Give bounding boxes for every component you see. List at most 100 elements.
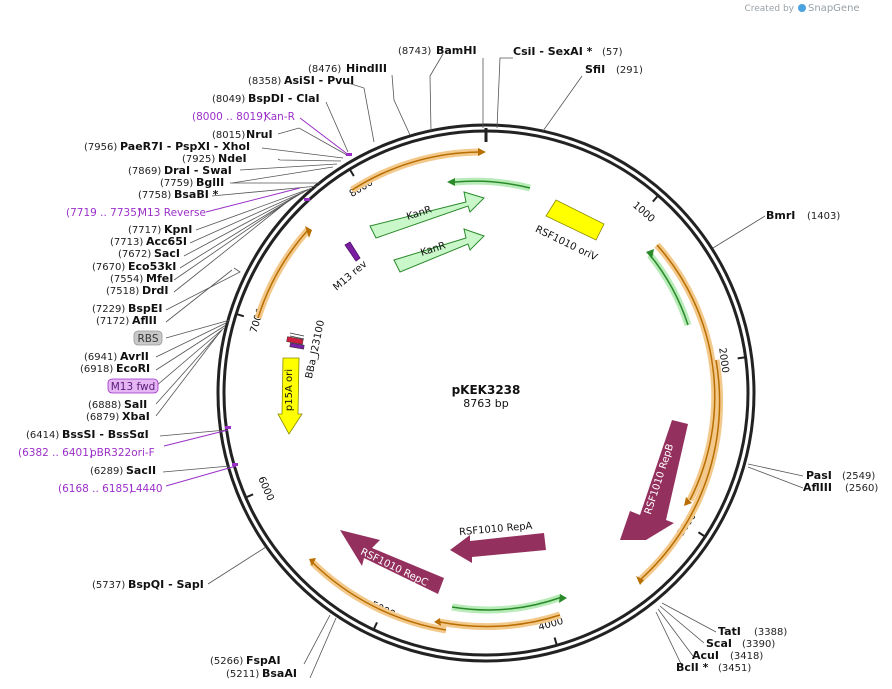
enzyme-mfei-pos: (7554) <box>110 274 143 285</box>
feature-m13rev-range: (7719 .. 7735) <box>66 207 141 219</box>
enzyme-sacii-pos: (6289) <box>90 466 123 477</box>
enzyme-ecori-name: EcoRI <box>116 362 150 375</box>
enzyme-tat-pos: (3388) <box>754 627 787 638</box>
enzyme-xbai-pos: (6879) <box>86 412 119 423</box>
enzyme-drai-name: DraI - SwaI <box>164 164 232 177</box>
enzyme-asisi-name: AsiSI - PvuI <box>284 74 354 87</box>
enzyme-bcl-name: BclI * <box>676 661 709 674</box>
enzyme-bamhi-name: BamHI <box>436 44 477 57</box>
enzyme-drai-pos: (7869) <box>128 166 161 177</box>
enzyme-nrui-name: NruI <box>246 128 273 141</box>
enzyme-saci-name: SacI <box>154 247 180 260</box>
enzyme-mfei-name: MfeI <box>146 272 173 285</box>
tick-label: 6000 <box>255 475 275 503</box>
plasmid-name: pKEK3238 <box>452 383 521 397</box>
rbs-label: RBS <box>138 333 159 345</box>
enzyme-csi-pos: (57) <box>602 47 623 58</box>
tick-mark <box>372 622 378 631</box>
enzyme-bglii-name: BglII <box>196 176 224 189</box>
enzyme-acu-name: AcuI <box>692 649 719 662</box>
enzyme-paer7i-pos: (7956) <box>84 142 117 153</box>
tick-mark <box>235 312 245 318</box>
enzyme-bsssi-pos: (6414) <box>26 430 59 441</box>
enzyme-hindiii-pos: (8476) <box>308 64 341 75</box>
enzyme-bsabi-pos: (7758) <box>138 190 171 201</box>
m13rev-label: M13 rev <box>331 259 369 294</box>
enzyme-bspdi-pos: (8049) <box>212 94 245 105</box>
enzyme-acu-pos: (3418) <box>730 651 763 662</box>
enzyme-sacii-name: SacII <box>126 464 156 477</box>
enzyme-avrii-name: AvrII <box>120 350 149 363</box>
enzyme-labels-right: CsiI - SexAI * (57) SfiI (291) BmrI (140… <box>513 45 878 674</box>
repa-arrow: RSF1010 RepA <box>450 521 546 563</box>
enzyme-bamhi-pos: (8743) <box>398 46 431 57</box>
enzyme-fspai-name: FspAI <box>246 654 281 667</box>
m13fwd-label: M13 fwd <box>111 381 156 393</box>
enzyme-eco53ki-name: Eco53kI <box>128 260 176 273</box>
rsf-oriv: RSF1010 oriV <box>533 199 605 264</box>
p15a-ori: p15A ori <box>277 357 303 435</box>
feature-m13rev-name: M13 Reverse <box>138 207 206 219</box>
enzyme-ndei-pos: (7925) <box>182 154 215 165</box>
enzyme-drdi-pos: (7518) <box>106 286 139 297</box>
enzyme-bmr-pos: (1403) <box>807 211 840 222</box>
enzyme-ecori-pos: (6918) <box>80 364 113 375</box>
enzyme-drdi-name: DrdI <box>142 284 169 297</box>
enzyme-bspdi-name: BspDI - ClaI <box>248 92 320 105</box>
enzyme-bsaai-pos: (5211) <box>226 669 259 680</box>
enzyme-ndei-name: NdeI <box>218 152 247 165</box>
enzyme-csi-name: CsiI - SexAI * <box>513 45 593 58</box>
enzyme-bspei-pos: (7229) <box>92 304 125 315</box>
enzyme-avrii-pos: (6941) <box>84 352 117 363</box>
enzyme-bspqi-name: BspQI - SapI <box>128 578 204 591</box>
enzyme-fspai-pos: (5266) <box>210 656 243 667</box>
feature-l4440-name: L4440 <box>130 483 163 495</box>
feature-marks <box>225 153 352 466</box>
repc-arrow: RSF1010 RepC <box>340 530 444 594</box>
bba-label: BBa_J23100 <box>304 319 327 380</box>
enzyme-labels-left: (8743) BamHI (8476) HindIII (8358) AsiSI… <box>26 44 477 680</box>
feature-connectors <box>163 117 351 487</box>
credit-prefix: Created by <box>744 4 794 14</box>
enzyme-sfi-name: SfiI <box>585 63 605 76</box>
green-bands <box>451 177 692 614</box>
enzyme-eco53ki-pos: (7670) <box>92 262 125 273</box>
enzyme-kpni-pos: (7717) <box>128 225 161 236</box>
enzyme-bsabi-name: BsaBI * <box>174 188 219 201</box>
enzyme-xbai-name: XbaI <box>122 410 150 423</box>
enzyme-tat-name: TatI <box>718 625 741 638</box>
label-connectors <box>155 53 804 679</box>
enzyme-bglii-pos: (7759) <box>160 178 193 189</box>
enzyme-aflii-pos: (7172) <box>96 316 129 327</box>
feature-l4440-range: (6168 .. 6185) <box>58 483 133 495</box>
enzyme-saci-pos: (7672) <box>118 249 151 260</box>
snapgene-logo-icon <box>798 4 806 12</box>
plasmid-length: 8763 bp <box>463 397 508 410</box>
enzyme-nrui-pos: (8015) <box>212 130 245 141</box>
band-arrowheads <box>305 148 692 626</box>
feature-kanr-range: (8000 .. 8019) <box>192 111 267 123</box>
enzyme-kpni-name: KpnI <box>164 223 192 236</box>
tick-mark <box>348 168 355 177</box>
enzyme-acc65i-pos: (7713) <box>110 237 143 248</box>
p15a-label: p15A ori <box>284 369 295 411</box>
enzyme-sca-pos: (3390) <box>742 639 775 650</box>
kanr-arrow-2: KanR <box>393 228 485 273</box>
enzyme-sca-name: ScaI <box>706 637 732 650</box>
tick-mark <box>737 356 746 360</box>
enzyme-sali-pos: (6888) <box>88 400 121 411</box>
orange-bands <box>254 148 724 634</box>
enzyme-paer7i-name: PaeR7I - PspXI - XhoI <box>120 140 250 153</box>
enzyme-sali-name: SalI <box>124 398 147 411</box>
enzyme-pas-pos: (2549) <box>842 471 875 482</box>
feature-pbr-range: (6382 .. 6401) <box>18 447 93 459</box>
repb-arrow: RSF1010 RepB <box>620 420 688 540</box>
tick-mark <box>553 637 558 646</box>
enzyme-aflii-name: AflII <box>132 314 157 327</box>
tick-mark <box>245 493 254 499</box>
feature-pbr-name: pBR322ori-F <box>90 447 155 459</box>
feature-labels: (8000 .. 8019) Kan-R (7719 .. 7735) M13 … <box>18 111 295 495</box>
enzyme-sfi-pos: (291) <box>616 65 643 76</box>
enzyme-afliii-name: AflIII <box>803 481 832 494</box>
